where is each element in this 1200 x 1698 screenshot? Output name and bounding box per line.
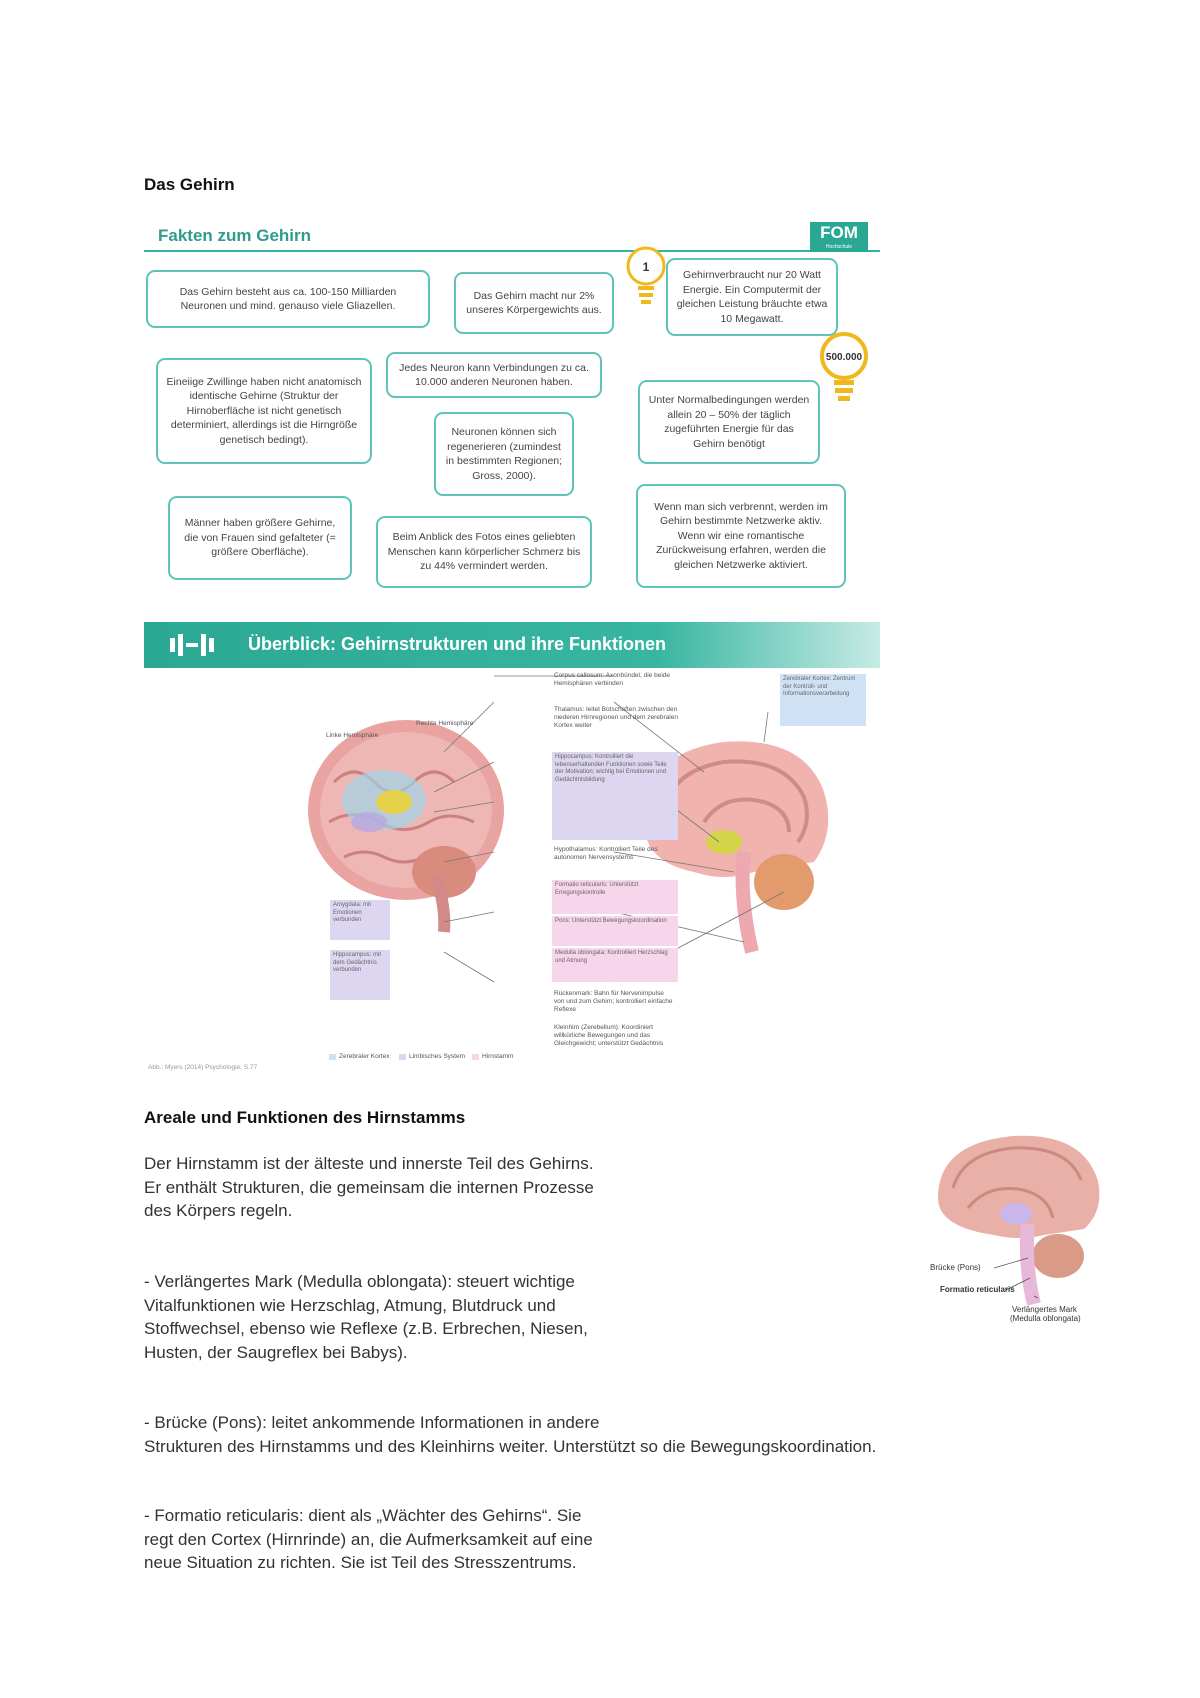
legend-swatch-limbic — [399, 1054, 406, 1060]
fom-logo: FOM Hochschule — [810, 222, 868, 252]
fact-box-energy-watt: Gehirnverbraucht nur 20 Watt Energie. Ei… — [666, 258, 838, 336]
figure-label-medulla-2: (Medulla oblongata) — [1010, 1314, 1081, 1323]
legend-label-cortex: Zerebraler Kortex — [339, 1053, 390, 1060]
fom-logo-text: FOM — [820, 223, 858, 242]
legend-label-brainstem: Hirnstamm — [482, 1053, 514, 1060]
legend-swatch-brainstem — [472, 1054, 479, 1060]
legend-label-limbic: Limbisches System — [409, 1053, 465, 1060]
document-title: Das Gehirn — [144, 175, 235, 194]
label-hippocampus-box: Hippocampus: mit dem Gedächtnis verbunde… — [330, 950, 390, 1000]
lightbulb-icon: 1 — [624, 242, 672, 313]
label-hypothalamus: Hypothalamus: Kontrolliert Teile des aut… — [554, 846, 658, 861]
fom-logo-sub: Hochschule — [825, 244, 853, 250]
paragraph-pons: - Brücke (Pons): leitet ankommende Infor… — [144, 1413, 877, 1456]
label-formatio-box: Formatio reticularis: Unterstützt Erregu… — [552, 880, 678, 914]
label-spinal-cord: Rückenmark: Bahn für Nervenimpulse von u… — [554, 990, 673, 1013]
fact-box-energy-share: Unter Normalbedingungen werden allein 20… — [638, 380, 820, 464]
brain-structures-diagram: Linke Hemisphäre Rechte Hemisphäre Corpu… — [144, 672, 880, 1082]
figure-label-formatio: Formatio reticularis — [940, 1285, 1015, 1294]
fact-box-twins: Eineiige Zwillinge haben nicht anatomisc… — [156, 358, 372, 464]
figure-label-medulla-1: Verlängertes Mark — [1012, 1305, 1077, 1314]
left-brain-illustration — [308, 720, 504, 933]
fact-box-body-weight: Das Gehirn macht nur 2% unseres Körperge… — [454, 272, 614, 334]
label-cortex-box: Zerebraler Kortex: Zentrum der Kontroll-… — [780, 674, 866, 726]
brainstem-illustration — [938, 1135, 1100, 1306]
paragraph-intro: Der Hirnstamm ist der älteste und inners… — [144, 1154, 594, 1220]
label-thalamus: Thalamus: leitet Botschaften zwischen de… — [554, 706, 678, 729]
label-corpus-callosum: Corpus callosum: Axonbündel, die beide H… — [554, 672, 670, 687]
facts-panel: Fakten zum Gehirn FOM Hochschule Das Geh… — [144, 216, 880, 592]
brain-structure-icon — [164, 632, 224, 663]
label-amygdala-box: Amygdala: mit Emotionen verbunden — [330, 900, 390, 940]
fact-box-regeneration: Neuronen können sich regenerieren (zumin… — [434, 412, 574, 496]
label-cerebellum: Kleinhirn (Zerebellum): Koordiniert will… — [554, 1024, 664, 1047]
paragraph-formatio: - Formatio reticularis: dient als „Wächt… — [144, 1506, 593, 1572]
fact-box-gender: Männer haben größere Gehirne, die von Fr… — [168, 496, 352, 580]
figure-source: Abb.: Myers (2014) Psychologie, S.77 — [148, 1064, 258, 1071]
paragraph-medulla: - Verlängertes Mark (Medulla oblongata):… — [144, 1272, 588, 1362]
label-limbic-box: Hippocampus: Kontrolliert die lebenserha… — [552, 752, 678, 840]
bulb-number-500000: 500.000 — [826, 352, 863, 363]
figure-label-pons: Brücke (Pons) — [930, 1263, 981, 1272]
fact-box-neurons: Das Gehirn besteht aus ca. 100-150 Milli… — [146, 270, 430, 328]
label-medulla-box: Medulla oblongata: Kontrolliert Herzschl… — [552, 948, 678, 982]
fact-box-pain: Beim Anblick des Fotos eines geliebten M… — [376, 516, 592, 588]
label-pons-box: Pons: Unterstützt Bewegungskoordination — [552, 916, 678, 946]
bulb-number-1: 1 — [643, 260, 650, 274]
overview-title: Überblick: Gehirnstrukturen und ihre Fun… — [248, 634, 667, 654]
facts-header-rule — [144, 250, 880, 252]
facts-header: Fakten zum Gehirn — [158, 226, 312, 245]
brainstem-figure: Brücke (Pons) Formatio reticularis Verlä… — [928, 1128, 1103, 1338]
lightbulb-icon: 500.000 — [816, 328, 872, 409]
overview-banner: Überblick: Gehirnstrukturen und ihre Fun… — [144, 622, 880, 668]
section-heading: Areale und Funktionen des Hirnstamms — [144, 1108, 466, 1127]
fact-box-burn: Wenn man sich verbrennt, werden im Gehir… — [636, 484, 846, 588]
fact-box-connections: Jedes Neuron kann Verbindungen zu ca. 10… — [386, 352, 602, 398]
legend-swatch-cortex — [329, 1054, 336, 1060]
label-left-hemisphere: Linke Hemisphäre — [326, 732, 379, 739]
label-right-hemisphere: Rechte Hemisphäre — [416, 720, 474, 727]
brain-diagram-figure — [308, 675, 829, 1060]
